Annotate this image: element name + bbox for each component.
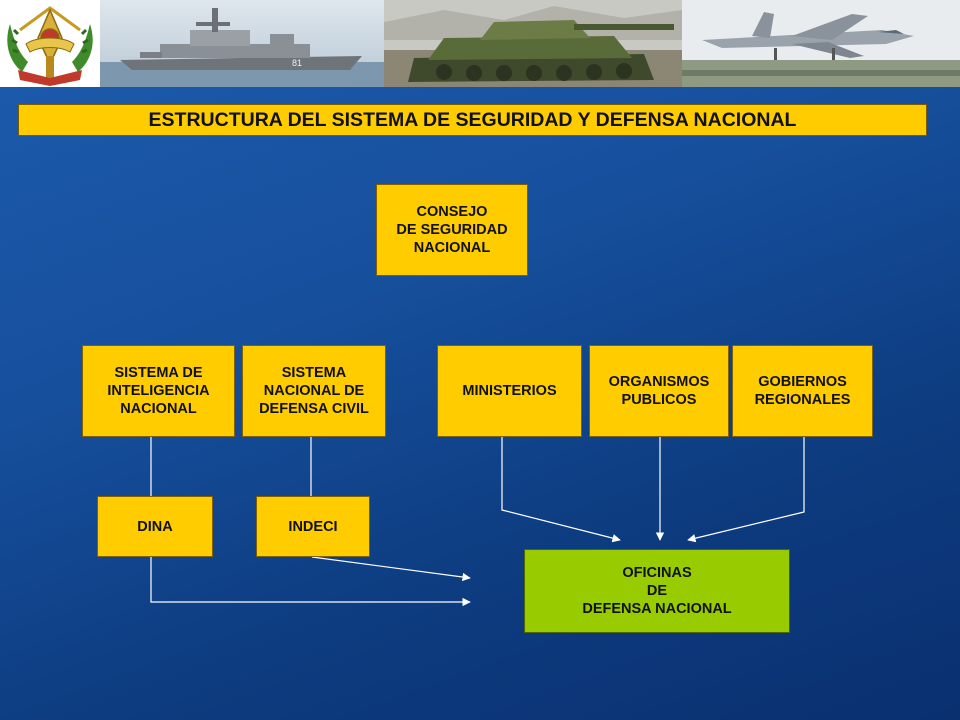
node-gobiernos-regionales: GOBIERNOS REGIONALES (732, 345, 873, 437)
connector-ministerios-to-oficinas (501, 437, 621, 543)
tank-photo (384, 0, 682, 87)
ministry-of-defense-emblem-icon (0, 0, 100, 87)
node-dina: DINA (97, 496, 213, 557)
connector-indeci-to-oficinas (311, 556, 471, 582)
node-ministerios: MINISTERIOS (437, 345, 582, 437)
photo-banner: 81 (0, 0, 960, 87)
node-indeci: INDECI (256, 496, 370, 557)
ship-number: 81 (292, 58, 302, 68)
connector-dina-to-oficinas (150, 557, 471, 607)
page-title: ESTRUCTURA DEL SISTEMA DE SEGURIDAD Y DE… (18, 104, 927, 136)
warship-photo: 81 (100, 0, 384, 87)
node-organismos-publicos: ORGANISMOS PUBLICOS (589, 345, 729, 437)
node-sistema-inteligencia-nacional: SISTEMA DE INTELIGENCIA NACIONAL (82, 345, 235, 437)
node-consejo-seguridad-nacional: CONSEJO DE SEGURIDAD NACIONAL (376, 184, 528, 276)
fighter-jet-photo (682, 0, 960, 87)
node-oficinas-defensa-nacional: OFICINAS DE DEFENSA NACIONAL (524, 549, 790, 633)
node-sistema-nacional-defensa-civil: SISTEMA NACIONAL DE DEFENSA CIVIL (242, 345, 386, 437)
connector-gobiernos-to-oficinas (687, 437, 805, 543)
